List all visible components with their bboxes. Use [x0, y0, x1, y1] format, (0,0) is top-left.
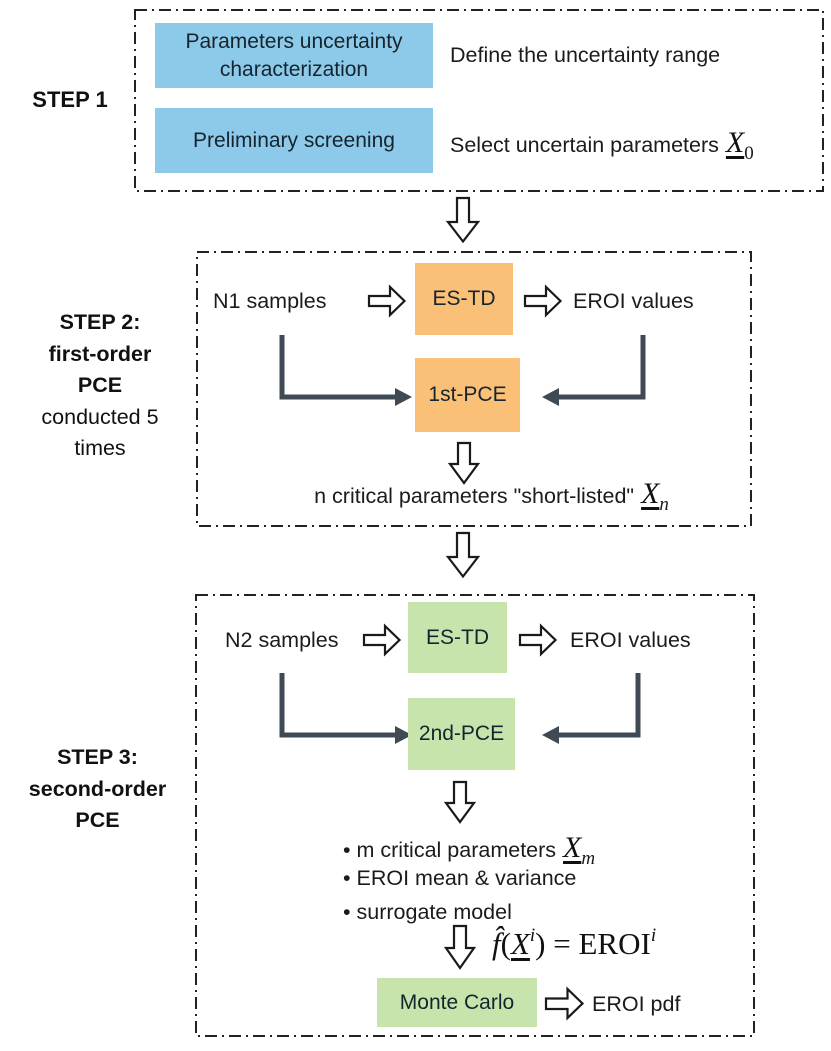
right-arrow-icon: [544, 986, 585, 1021]
step3-bullet-surrogate-model: • surrogate model: [343, 900, 512, 924]
step1-process-box-characterization: Parameters uncertainty characterization: [155, 23, 433, 88]
monte-carlo-box: Monte Carlo: [377, 978, 537, 1027]
step1-label: STEP 1: [32, 87, 108, 112]
step2-dashed-box: [196, 251, 752, 527]
monte-carlo-output-label: EROI pdf: [592, 992, 681, 1016]
step1-dashed-box: [134, 9, 824, 192]
step2-label: STEP 2: first-order PCE conducted 5 time…: [41, 310, 159, 460]
step2-input-label: N1 samples: [213, 289, 327, 313]
down-arrow-icon: [445, 531, 481, 579]
math-symbol-Xn: X: [641, 477, 660, 510]
down-arrow-icon: [443, 780, 477, 824]
step2-pce-box: 1st-PCE: [415, 358, 520, 432]
down-arrow-icon: [447, 441, 481, 485]
step3-dashed-box: [195, 594, 755, 1037]
step3-input-label: N2 samples: [225, 628, 339, 652]
math-symbol-Xi: X: [510, 926, 530, 961]
step3-label: STEP 3: second-order PCE: [28, 745, 167, 832]
bullet-icon: •: [343, 900, 351, 924]
bent-arrow-left-icon: [279, 335, 412, 406]
right-arrow-icon: [367, 284, 407, 318]
right-arrow-icon: [362, 623, 402, 657]
right-arrow-icon: [523, 284, 563, 318]
step1-annotation-uncertainty-range: Define the uncertainty range: [450, 43, 721, 67]
step3-estd-box: ES-TD: [408, 602, 507, 673]
step1-process-box-screening: Preliminary screening: [155, 108, 433, 173]
down-arrow-icon: [443, 924, 477, 970]
bullet-icon: •: [343, 866, 351, 890]
surrogate-formula: f̂(Xi) = EROIi: [492, 925, 657, 961]
down-arrow-icon: [445, 196, 481, 244]
step2-output-label: EROI values: [573, 289, 694, 313]
step3-pce-box: 2nd-PCE: [408, 698, 515, 770]
right-arrow-icon: [518, 623, 558, 657]
process-box-label: Preliminary screening: [193, 128, 395, 152]
process-box-label: Parameters uncertainty characterization: [185, 30, 403, 81]
step3-output-label: EROI values: [570, 628, 691, 652]
math-symbol-Xm: X: [563, 831, 582, 864]
bent-arrow-left-icon: [279, 673, 412, 744]
math-symbol-X0: X: [725, 126, 745, 159]
bent-arrow-right-icon: [542, 335, 646, 406]
bent-arrow-right-icon: [542, 673, 641, 744]
bullet-icon: •: [343, 838, 351, 862]
step2-result-line: n critical parameters "short-listed"Xn: [314, 477, 669, 515]
step3-bullet-mean-variance: • EROI mean & variance: [343, 866, 577, 890]
step2-estd-box: ES-TD: [415, 263, 513, 335]
